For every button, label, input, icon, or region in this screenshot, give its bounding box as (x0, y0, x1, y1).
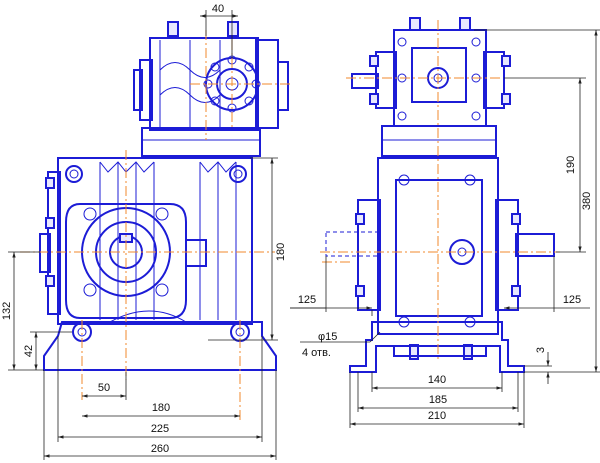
dim-380: 380 (581, 192, 593, 210)
dim-hole-diameter: φ15 (318, 331, 337, 343)
dim-42: 42 (23, 345, 35, 357)
dim-225: 225 (151, 423, 169, 435)
side-view: 190 380 125 125 φ15 4 отв. 3 140 185 210 (290, 17, 600, 428)
main-gearbox (39, 157, 253, 325)
dim-3: 3 (535, 347, 547, 353)
upper-gearbox (133, 21, 289, 157)
front-view: 40 180 132 42 50 180 225 260 (1, 3, 290, 460)
dim-180-height: 180 (275, 243, 287, 261)
dim-260: 260 (151, 443, 169, 455)
front-dimensions: 40 180 132 42 50 180 225 260 (1, 3, 287, 460)
dim-180-width: 180 (152, 402, 170, 414)
dim-50: 50 (98, 382, 110, 394)
dim-190: 190 (565, 156, 577, 174)
dim-132: 132 (1, 302, 13, 320)
side-main-gearbox (325, 157, 555, 360)
dim-40: 40 (212, 3, 224, 15)
dim-hole-count: 4 отв. (302, 347, 331, 359)
side-upper-gearbox (351, 17, 511, 157)
base-plate (43, 310, 277, 371)
dim-125-left: 125 (298, 294, 316, 306)
dim-125-right: 125 (563, 294, 581, 306)
side-dimensions: 190 380 125 125 φ15 4 отв. 3 140 185 210 (290, 29, 600, 428)
dim-210: 210 (428, 410, 446, 422)
dim-185: 185 (429, 394, 447, 406)
dim-140: 140 (428, 374, 446, 386)
side-axes (320, 20, 560, 360)
